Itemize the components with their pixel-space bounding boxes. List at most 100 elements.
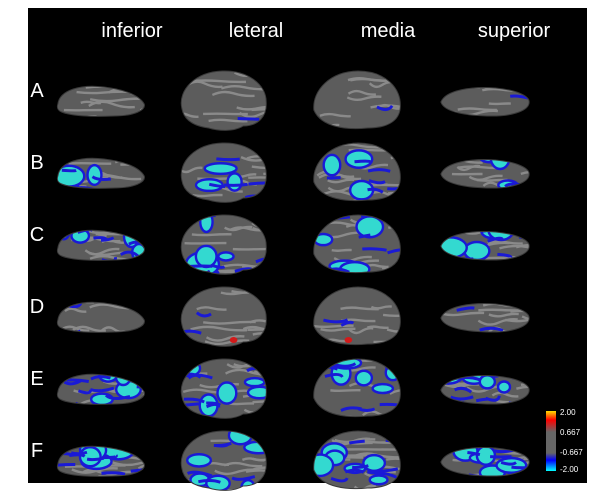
- blue-contour: [59, 453, 72, 455]
- sulcus-fold: [388, 226, 427, 228]
- sulcus-fold: [131, 223, 160, 225]
- sulcus-fold: [525, 228, 582, 230]
- blue-contour: [184, 404, 200, 405]
- red-region: [230, 337, 238, 343]
- blue-contour: [405, 478, 418, 480]
- blue-contour: [506, 403, 525, 406]
- sulcus-fold: [525, 253, 580, 256]
- sulcus-fold: [521, 384, 566, 385]
- blue-contour: [456, 155, 480, 158]
- sulcus-fold: [192, 234, 232, 235]
- cyan-region: [229, 426, 252, 444]
- sulcus-fold: [131, 153, 181, 154]
- sulcus-fold: [68, 163, 111, 164]
- blue-contour: [224, 184, 248, 185]
- cyan-region: [324, 155, 341, 175]
- sulcus-fold: [500, 367, 538, 372]
- sulcus-fold: [81, 102, 101, 103]
- brain-a-medial: [310, 68, 406, 134]
- blue-contour: [395, 229, 413, 231]
- cyan-region: [373, 384, 393, 393]
- row-label-d: D: [28, 296, 46, 319]
- colorbar-tick-min: -2.00: [560, 466, 578, 474]
- sulcus-fold: [513, 304, 551, 307]
- brain-d-lateral: [176, 284, 272, 350]
- blue-contour: [110, 118, 125, 122]
- blue-contour: [401, 436, 419, 440]
- sulcus-fold: [533, 256, 582, 258]
- sulcus-fold: [478, 119, 512, 120]
- blue-contour: [485, 151, 509, 153]
- blue-contour: [56, 464, 75, 465]
- sulcus-fold: [77, 92, 128, 93]
- sulcus-fold: [456, 226, 497, 230]
- sulcus-fold: [490, 219, 525, 223]
- cyan-region: [306, 455, 333, 476]
- sulcus-fold: [482, 89, 520, 91]
- column-title-medial: media: [328, 20, 448, 43]
- blue-contour: [259, 408, 279, 412]
- blue-contour: [483, 225, 500, 229]
- sulcus-fold: [108, 152, 150, 157]
- blue-contour: [263, 153, 283, 156]
- sulcus-fold: [395, 224, 432, 225]
- sulcus-fold: [514, 115, 538, 117]
- sulcus-fold: [252, 109, 298, 110]
- sulcus-fold: [58, 335, 112, 336]
- sulcus-fold: [530, 176, 573, 179]
- blue-contour: [248, 183, 265, 184]
- sulcus-fold: [391, 157, 437, 159]
- sulcus-fold: [332, 250, 352, 251]
- sulcus-fold: [472, 149, 513, 154]
- cyan-region: [112, 368, 138, 377]
- blue-contour: [125, 151, 139, 154]
- blue-contour: [141, 401, 162, 403]
- brain-a-superior: [438, 78, 534, 122]
- sulcus-fold: [395, 128, 417, 129]
- sulcus-fold: [332, 421, 370, 425]
- blue-contour: [101, 473, 125, 474]
- row-label-a: A: [28, 80, 46, 103]
- brain-d-medial: [310, 284, 406, 350]
- brain-b-lateral: [176, 140, 272, 206]
- row-label-b: B: [28, 152, 46, 175]
- sulcus-fold: [131, 93, 162, 96]
- sulcus-fold: [117, 300, 143, 301]
- cyan-region: [464, 242, 489, 260]
- sulcus-fold: [84, 76, 121, 80]
- sulcus-fold: [257, 205, 282, 206]
- blue-contour: [259, 433, 283, 437]
- sulcus-fold: [254, 372, 297, 373]
- brain-f-superior: [438, 438, 534, 482]
- brain-c-medial: [310, 212, 406, 278]
- blue-contour: [401, 158, 418, 162]
- cyan-region: [54, 166, 84, 187]
- brain-f-medial: [310, 428, 406, 494]
- sulcus-fold: [252, 343, 295, 347]
- cyan-region: [356, 371, 372, 386]
- sulcus-fold: [253, 401, 307, 402]
- blue-contour: [355, 161, 371, 162]
- blue-contour: [148, 223, 167, 225]
- brain-d-superior: [438, 294, 534, 338]
- blue-contour: [261, 428, 276, 429]
- cyan-region: [370, 476, 388, 485]
- sulcus-fold: [510, 311, 548, 312]
- row-label-f: F: [28, 440, 46, 463]
- sulcus-fold: [340, 346, 367, 349]
- sulcus-fold: [81, 192, 105, 195]
- brain-a-inferior: [54, 78, 150, 122]
- cyan-region: [314, 234, 332, 245]
- sulcus-fold: [72, 407, 106, 409]
- sulcus-fold: [144, 243, 167, 247]
- sulcus-fold: [503, 257, 534, 258]
- sulcus-fold: [530, 174, 576, 175]
- cyan-region: [91, 394, 112, 405]
- blue-contour: [58, 148, 76, 150]
- sulcus-fold: [377, 73, 405, 75]
- blue-contour: [467, 221, 485, 224]
- blue-contour: [216, 159, 239, 160]
- brain-b-superior: [438, 150, 534, 194]
- brain-e-superior: [438, 366, 534, 410]
- column-title-lateral: leteral: [196, 20, 316, 43]
